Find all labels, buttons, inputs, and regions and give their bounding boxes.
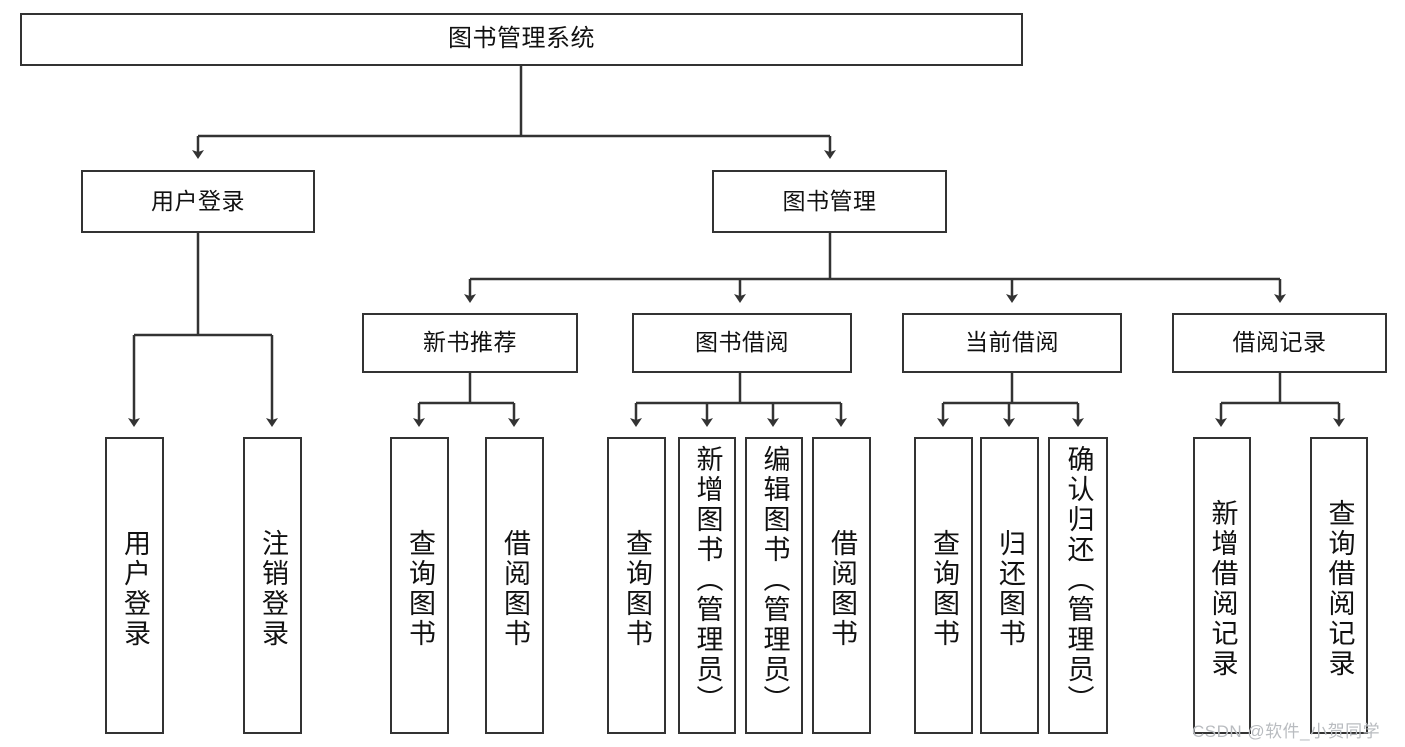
leaf-book-borrow-add[interactable]: 新增图书（管理员） (678, 437, 736, 734)
node-book-management[interactable]: 图书管理 (712, 170, 947, 233)
csdn-watermark: CSDN @软件_小贺同学 (1192, 722, 1381, 741)
leaf-current-borrow-confirm-label: 确认归还（管理员） (1063, 445, 1094, 715)
leaf-book-borrow-query[interactable]: 查询图书 (607, 437, 666, 734)
leaf-new-book-borrow[interactable]: 借阅图书 (485, 437, 544, 734)
node-borrow-record[interactable]: 借阅记录 (1172, 313, 1387, 373)
leaf-user-login-logout[interactable]: 注销登录 (243, 437, 302, 734)
leaf-current-borrow-confirm[interactable]: 确认归还（管理员） (1048, 437, 1108, 734)
leaf-borrow-record-add[interactable]: 新增借阅记录 (1193, 437, 1251, 734)
leaf-borrow-record-query-label: 查询借阅记录 (1324, 498, 1355, 679)
node-user-login[interactable]: 用户登录 (81, 170, 315, 233)
node-current-borrow-label: 当前借阅 (965, 329, 1059, 356)
node-borrow-record-label: 借阅记录 (1232, 329, 1327, 356)
node-current-borrow[interactable]: 当前借阅 (902, 313, 1122, 373)
leaf-book-borrow-edit-label: 编辑图书（管理员） (759, 445, 790, 715)
leaf-current-borrow-query[interactable]: 查询图书 (914, 437, 973, 734)
node-new-book-recommend-label: 新书推荐 (423, 329, 517, 356)
leaf-book-borrow-borrow-label: 借阅图书 (827, 528, 857, 649)
leaf-book-borrow-borrow[interactable]: 借阅图书 (812, 437, 871, 734)
node-book-borrow-label: 图书借阅 (695, 329, 789, 356)
leaf-user-login-logout-label: 注销登录 (258, 528, 288, 649)
node-book-borrow[interactable]: 图书借阅 (632, 313, 852, 373)
leaf-book-borrow-query-label: 查询图书 (622, 528, 652, 649)
leaf-user-login-login[interactable]: 用户登录 (105, 437, 164, 734)
node-user-login-label: 用户登录 (151, 187, 245, 214)
leaf-borrow-record-add-label: 新增借阅记录 (1207, 498, 1238, 679)
leaf-new-book-borrow-label: 借阅图书 (500, 528, 530, 649)
leaf-current-borrow-return-label: 归还图书 (995, 528, 1025, 649)
leaf-current-borrow-query-label: 查询图书 (929, 528, 959, 649)
node-book-management-label: 图书管理 (782, 187, 877, 214)
node-root-label: 图书管理系统 (448, 25, 595, 53)
leaf-book-borrow-add-label: 新增图书（管理员） (692, 445, 723, 715)
leaf-book-borrow-edit[interactable]: 编辑图书（管理员） (745, 437, 803, 734)
node-root[interactable]: 图书管理系统 (20, 13, 1023, 66)
node-new-book-recommend[interactable]: 新书推荐 (362, 313, 578, 373)
leaf-borrow-record-query[interactable]: 查询借阅记录 (1310, 437, 1368, 734)
leaf-new-book-query-label: 查询图书 (405, 528, 435, 649)
leaf-current-borrow-return[interactable]: 归还图书 (980, 437, 1039, 734)
leaf-user-login-login-label: 用户登录 (120, 528, 150, 649)
leaf-new-book-query[interactable]: 查询图书 (390, 437, 449, 734)
